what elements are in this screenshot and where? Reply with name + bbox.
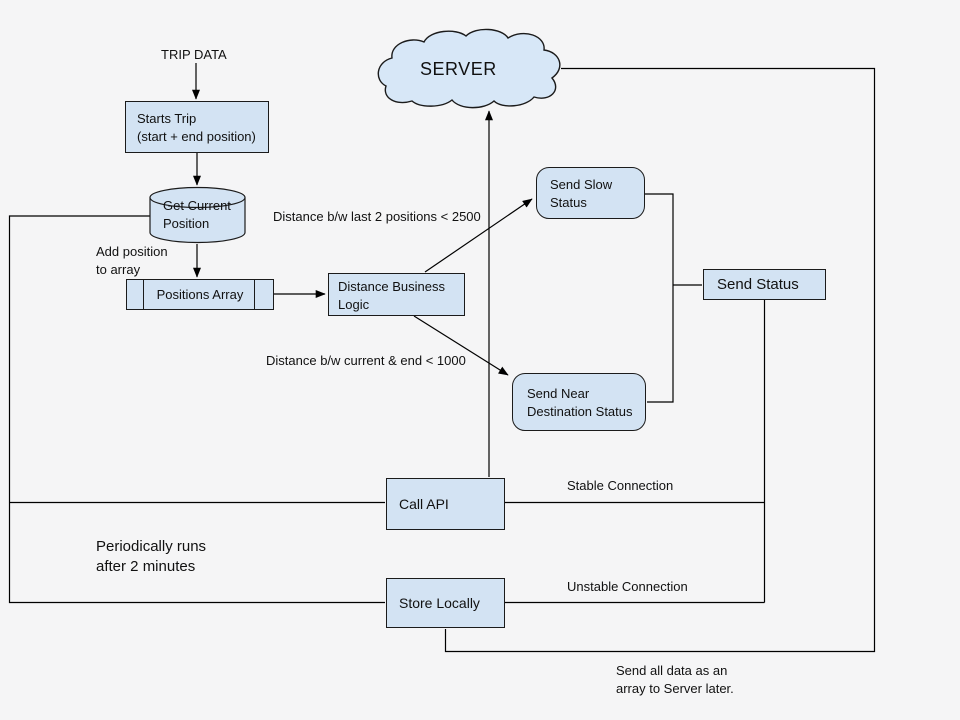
node-call-api: Call API bbox=[386, 478, 505, 530]
edge-loop-left bbox=[8, 215, 385, 604]
distance-business-logic-line1: Distance Business bbox=[338, 279, 445, 294]
periodically-line1: Periodically runs bbox=[96, 538, 207, 555]
cylinder-top bbox=[149, 186, 246, 209]
get-current-position-label: Get Current Position bbox=[163, 197, 231, 233]
send-near-destination-line2: Destination Status bbox=[527, 404, 633, 419]
starts-trip-line2: (start + end position) bbox=[137, 129, 256, 144]
node-positions-array: Positions Array bbox=[126, 279, 274, 310]
add-position-line2: to array bbox=[96, 262, 141, 277]
call-api-label: Call API bbox=[399, 496, 449, 512]
get-current-position-line1: Get Current bbox=[163, 198, 231, 213]
node-send-near-destination-status: Send Near Destination Status bbox=[512, 373, 646, 431]
send-slow-status-line1: Send Slow bbox=[550, 177, 613, 192]
send-near-destination-line1: Send Near bbox=[527, 386, 590, 401]
unstable-connection-label: Unstable Connection bbox=[567, 579, 688, 594]
distance-current-end-label: Distance b/w current & end < 1000 bbox=[266, 353, 466, 368]
node-distance-business-logic: Distance Business Logic bbox=[328, 273, 465, 316]
server-label: SERVER bbox=[420, 59, 497, 79]
get-current-position-line2: Position bbox=[163, 216, 210, 231]
edge-storelocally-to-server-loop bbox=[444, 67, 876, 653]
edge-sendboxes-junction bbox=[645, 193, 674, 403]
node-send-status: Send Status bbox=[703, 269, 826, 300]
distance-business-logic-line2: Logic bbox=[338, 297, 370, 312]
positions-array-label: Positions Array bbox=[156, 286, 244, 302]
node-starts-trip: Starts Trip (start + end position) bbox=[125, 101, 269, 153]
positions-array-left-divider bbox=[143, 280, 144, 309]
periodically-label: Periodically runs after 2 minutes bbox=[96, 537, 206, 577]
send-all-data-line1: Send all data as an bbox=[616, 663, 728, 678]
node-store-locally: Store Locally bbox=[386, 578, 505, 628]
edge-logic-to-sendslow bbox=[424, 198, 533, 273]
starts-trip-line1: Starts Trip bbox=[137, 111, 197, 126]
node-send-slow-status: Send Slow Status bbox=[536, 167, 645, 219]
send-status-label: Send Status bbox=[717, 275, 799, 293]
send-all-data-label: Send all data as an array to Server late… bbox=[616, 662, 734, 698]
periodically-line2: after 2 minutes bbox=[96, 558, 196, 575]
server-cloud-shape bbox=[377, 28, 561, 109]
distance-last2-label: Distance b/w last 2 positions < 2500 bbox=[273, 209, 481, 224]
edge-logic-to-sendnear bbox=[413, 315, 509, 376]
stable-connection-label: Stable Connection bbox=[567, 478, 674, 493]
add-position-label: Add position to array bbox=[96, 243, 168, 279]
positions-array-right-divider bbox=[254, 280, 255, 309]
send-slow-status-line2: Status bbox=[550, 195, 587, 210]
send-all-data-line2: array to Server later. bbox=[616, 681, 734, 696]
trip-data-label: TRIP DATA bbox=[161, 47, 227, 62]
add-position-line1: Add position bbox=[96, 244, 168, 259]
cylinder-body bbox=[149, 197, 246, 244]
store-locally-label: Store Locally bbox=[399, 595, 480, 611]
